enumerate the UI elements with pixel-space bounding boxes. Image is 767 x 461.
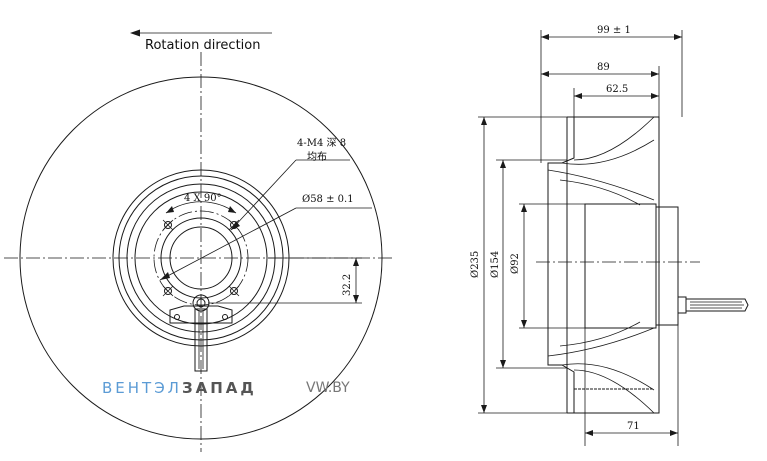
- inlet-diameter-label: Ø154: [490, 251, 501, 278]
- outer-diameter-label: Ø235: [470, 251, 481, 278]
- hole-note-line2: 均布: [307, 151, 327, 163]
- inlet-width-label: 62.5: [606, 84, 628, 95]
- mounting-hole: [230, 287, 238, 295]
- inlet-shroud: [547, 116, 575, 414]
- motor-body: [584, 203, 657, 329]
- blades-lower: [547, 321, 655, 414]
- side-view: 99 ± 1 89 62.5 71 Ø235 Ø154 Ø92: [470, 25, 749, 446]
- front-view: Rotation direction 4-M4 深 8 均布 4 X 90° Ø…: [4, 29, 392, 452]
- backplate: [654, 116, 660, 414]
- offset-label: 32.2: [342, 274, 353, 296]
- angle-label: 4 X 90°: [184, 193, 222, 204]
- angle-arc: [165, 201, 237, 214]
- overall-width-label: 99 ± 1: [597, 25, 631, 36]
- watermark-brand-a: ВЕНТЭЛ: [102, 379, 182, 397]
- cable: [194, 308, 208, 372]
- diameter-label: Ø58 ± 0.1: [302, 194, 354, 205]
- rotation-direction-label: Rotation direction: [145, 38, 260, 53]
- mounting-hole: [164, 221, 172, 229]
- watermark-site: VW.BY: [306, 380, 350, 396]
- side-cable: [677, 296, 749, 314]
- diameter-leader: [159, 207, 297, 281]
- mounting-hole: [164, 287, 172, 295]
- hole-note-line1: 4-M4 深 8: [297, 137, 346, 149]
- motor-diameter-label: Ø92: [510, 253, 521, 274]
- svg-text:ВЕНТЭЛЗАПАД: ВЕНТЭЛЗАПАД: [102, 379, 257, 397]
- impeller-outer-circle: [19, 76, 383, 440]
- motor-flange-circle: [134, 191, 268, 325]
- motor-width-label: 71: [627, 421, 640, 432]
- wheel-width-label: 89: [597, 62, 610, 73]
- hub-circle-outer: [160, 217, 242, 299]
- blades-upper: [547, 116, 655, 206]
- cable-gland-plate: [169, 305, 233, 324]
- hole-note-leader: [230, 159, 297, 231]
- hub-circle-inner: [169, 226, 233, 290]
- watermark-brand-b: ЗАПАД: [182, 379, 257, 397]
- watermark: ВЕНТЭЛЗАПАД VW.BY: [102, 379, 350, 397]
- bolt-circle: [153, 210, 249, 306]
- motor-rear-cap: [655, 206, 679, 326]
